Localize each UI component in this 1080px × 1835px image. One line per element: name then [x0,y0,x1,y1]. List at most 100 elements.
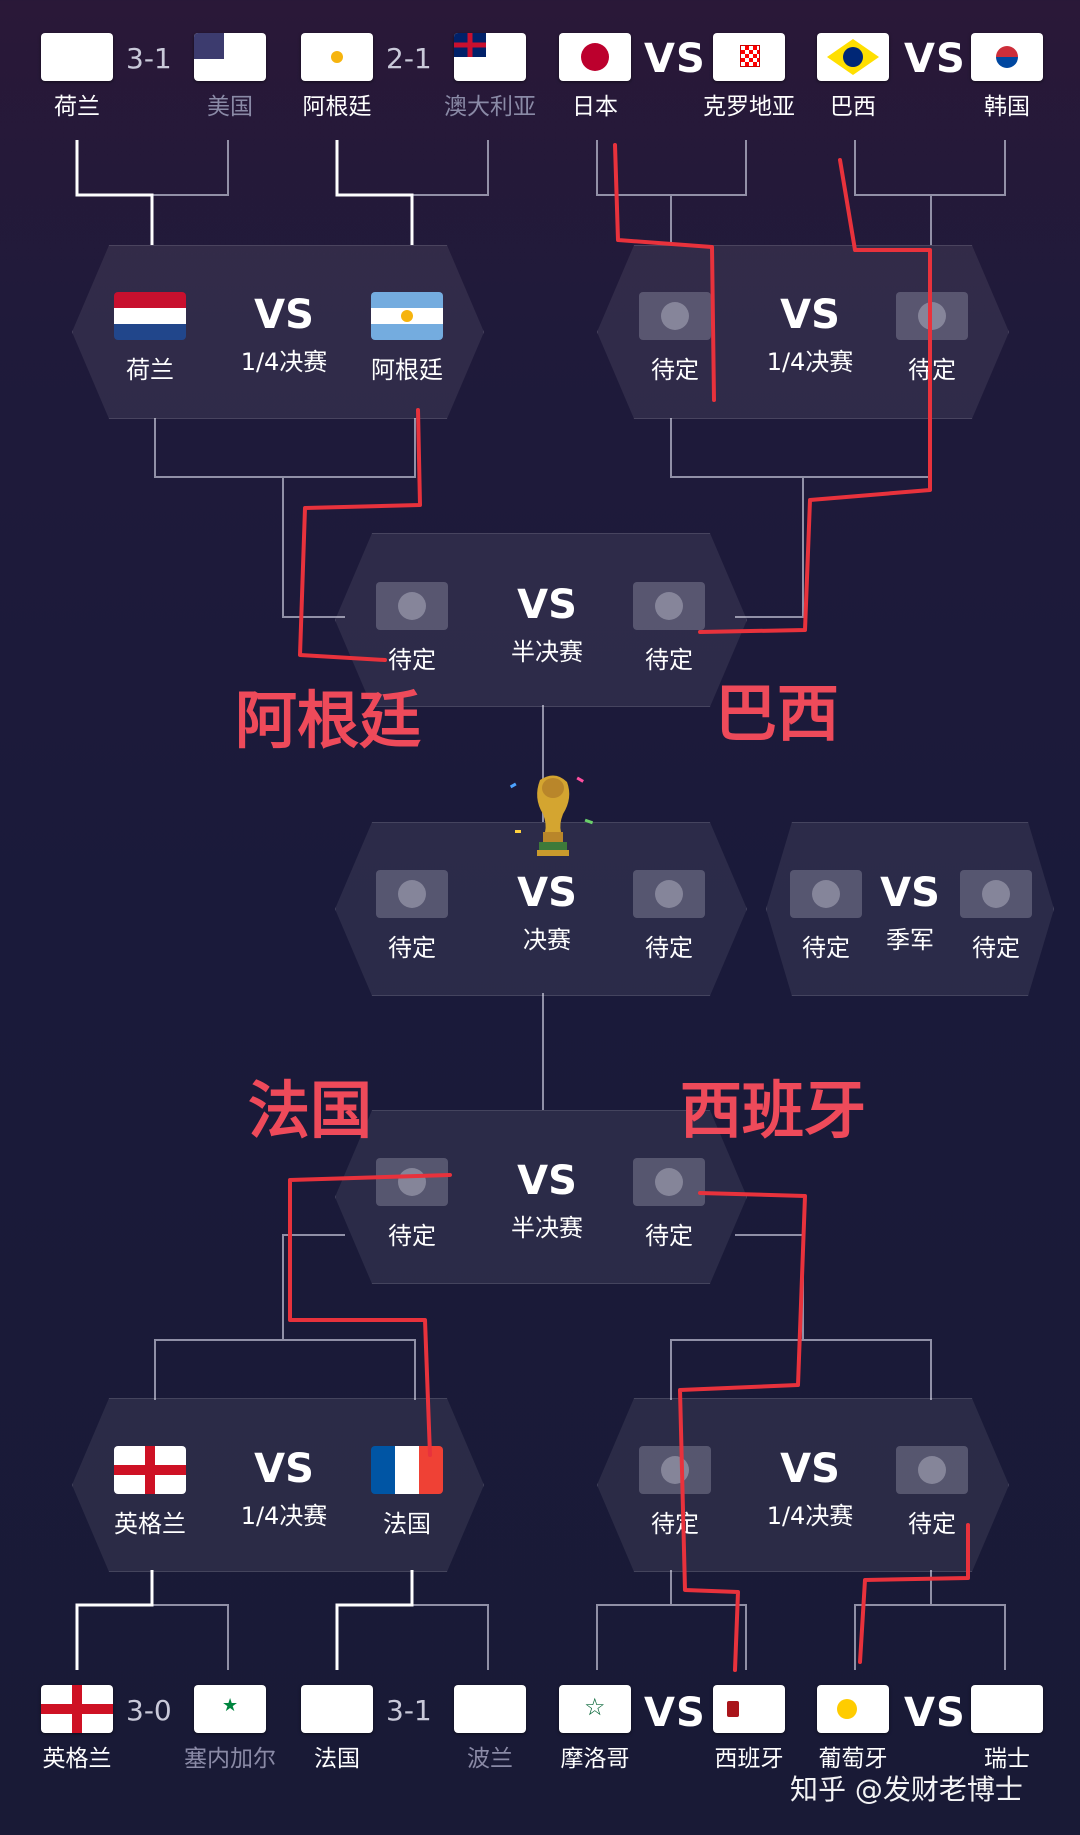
stage-label: 1/4决赛 [240,348,328,376]
qf-center: VS 1/4决赛 [204,1446,364,1531]
poland-flag-icon [454,1685,526,1733]
argentina-flag-icon [301,33,373,81]
team-name: 葡萄牙 [818,1746,888,1772]
qf-team-away[interactable]: 待定 [872,1446,992,1539]
third-team-home[interactable]: 待定 [766,870,886,963]
qf-center: VS 1/4决赛 [204,292,364,377]
croatia-flag-icon [713,33,785,81]
qf-team-away[interactable]: 法国 [347,1446,467,1539]
placeholder-ball-icon [896,292,968,340]
sf-team-home[interactable]: 待定 [352,582,472,675]
watermark: 知乎 @发财老博士 [790,1773,1023,1806]
qf-team-home[interactable]: 英格兰 [90,1446,210,1539]
france-flag-icon [301,1685,373,1733]
team-korea[interactable]: 韩国 [932,33,1080,121]
argentina-flag-icon [371,292,443,340]
sf-team-away[interactable]: 待定 [609,582,729,675]
vs-label: VS [254,292,314,338]
qf-team-home[interactable]: 荷兰 [90,292,210,385]
usa-flag-icon [194,33,266,81]
annotation-top-right: 巴西 [715,677,840,750]
team-name: 待定 [802,934,850,962]
placeholder-ball-icon [376,1158,448,1206]
team-portugal[interactable]: 葡萄牙 [778,1685,928,1773]
annotation-bottom-left: 法国 [248,1074,373,1147]
stage-label: 季军 [886,926,934,954]
placeholder-ball-icon [633,1158,705,1206]
team-name: 法国 [314,1746,360,1772]
morocco-flag-icon [559,1685,631,1733]
team-name: 荷兰 [54,94,100,120]
team-australia[interactable]: 澳大利亚 [415,33,565,121]
vs-label: VS [904,36,966,82]
vs-label: VS [644,1690,706,1736]
england-flag-icon [114,1446,186,1494]
qf-team-away[interactable]: 阿根廷 [347,292,467,385]
switzerland-flag-icon [971,1685,1043,1733]
match-score: 2-1 [386,42,432,75]
sf-team-away[interactable]: 待定 [609,1158,729,1251]
team-switzerland[interactable]: 瑞士 [932,1685,1080,1773]
third-team-away[interactable]: 待定 [936,870,1056,963]
match-score: 3-0 [126,1694,172,1727]
placeholder-ball-icon [639,292,711,340]
vs-label: VS [254,1446,314,1492]
team-brazil[interactable]: 巴西 [778,33,928,121]
team-argentina[interactable]: 阿根廷 [262,33,412,121]
team-name: 英格兰 [114,1510,186,1538]
match-score: 3-1 [386,1694,432,1727]
team-senegal[interactable]: 塞内加尔 [155,1685,305,1773]
sf-team-home[interactable]: 待定 [352,1158,472,1251]
sf-center: VS 半决赛 [467,1158,627,1243]
team-spain[interactable]: 西班牙 [674,1685,824,1773]
qf-center: VS 1/4决赛 [730,1446,890,1531]
stage-label: 决赛 [523,926,571,954]
qf-center: VS 1/4决赛 [730,292,890,377]
stage-label: 半决赛 [511,1214,583,1242]
team-name: 阿根廷 [371,356,443,384]
vs-label: VS [644,36,706,82]
annotation-top-left: 阿根廷 [235,684,422,757]
world-cup-trophy-icon [509,775,594,856]
qf-team-away[interactable]: 待定 [872,292,992,385]
brazil-flag-icon [817,33,889,81]
team-name: 日本 [572,94,618,120]
team-croatia[interactable]: 克罗地亚 [674,33,824,121]
vs-label: VS [780,292,840,338]
team-name: 摩洛哥 [560,1746,630,1772]
team-england[interactable]: 英格兰 [2,1685,152,1773]
korea-flag-icon [971,33,1043,81]
team-name: 荷兰 [126,356,174,384]
team-france[interactable]: 法国 [262,1685,412,1773]
annotation-bottom-right: 西班牙 [680,1074,867,1147]
team-name: 待定 [388,1222,436,1250]
team-netherlands[interactable]: 荷兰 [2,33,152,121]
placeholder-ball-icon [633,870,705,918]
team-name: 待定 [651,356,699,384]
netherlands-flag-icon [41,33,113,81]
team-japan[interactable]: 日本 [520,33,670,121]
final-team-home[interactable]: 待定 [352,870,472,963]
vs-label: VS [780,1446,840,1492]
team-name: 阿根廷 [302,94,372,120]
final-team-away[interactable]: 待定 [609,870,729,963]
portugal-flag-icon [817,1685,889,1733]
third-place-card[interactable] [766,822,1054,996]
team-poland[interactable]: 波兰 [415,1685,565,1773]
qf-team-home[interactable]: 待定 [615,1446,735,1539]
placeholder-ball-icon [633,582,705,630]
team-name: 待定 [388,934,436,962]
england-flag-icon [41,1685,113,1733]
team-usa[interactable]: 美国 [155,33,305,121]
spain-flag-icon [713,1685,785,1733]
placeholder-ball-icon [376,582,448,630]
final-center: VS 决赛 [467,870,627,955]
team-name: 待定 [651,1510,699,1538]
senegal-flag-icon [194,1685,266,1733]
stage-label: 1/4决赛 [766,348,854,376]
team-name: 法国 [383,1510,431,1538]
placeholder-ball-icon [896,1446,968,1494]
team-morocco[interactable]: 摩洛哥 [520,1685,670,1773]
qf-team-home[interactable]: 待定 [615,292,735,385]
placeholder-ball-icon [790,870,862,918]
